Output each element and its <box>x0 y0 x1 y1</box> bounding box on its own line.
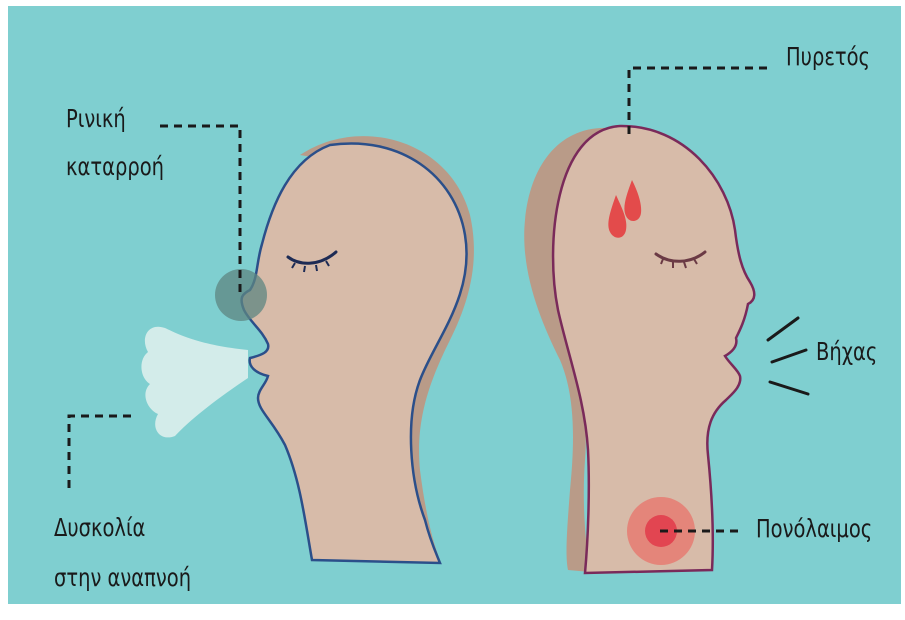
label-sore-throat: Πονόλαιμος <box>756 514 872 544</box>
label-runny-nose-line2: καταρροή <box>66 152 164 182</box>
label-fever: Πυρετός <box>786 42 870 72</box>
label-breathing-line1: Δυσκολία <box>54 513 145 543</box>
label-runny-nose-line1: Ρινική <box>66 104 126 134</box>
label-cough: Βήχας <box>816 337 877 367</box>
label-breathing-line2: στην αναπνοή <box>54 563 191 593</box>
